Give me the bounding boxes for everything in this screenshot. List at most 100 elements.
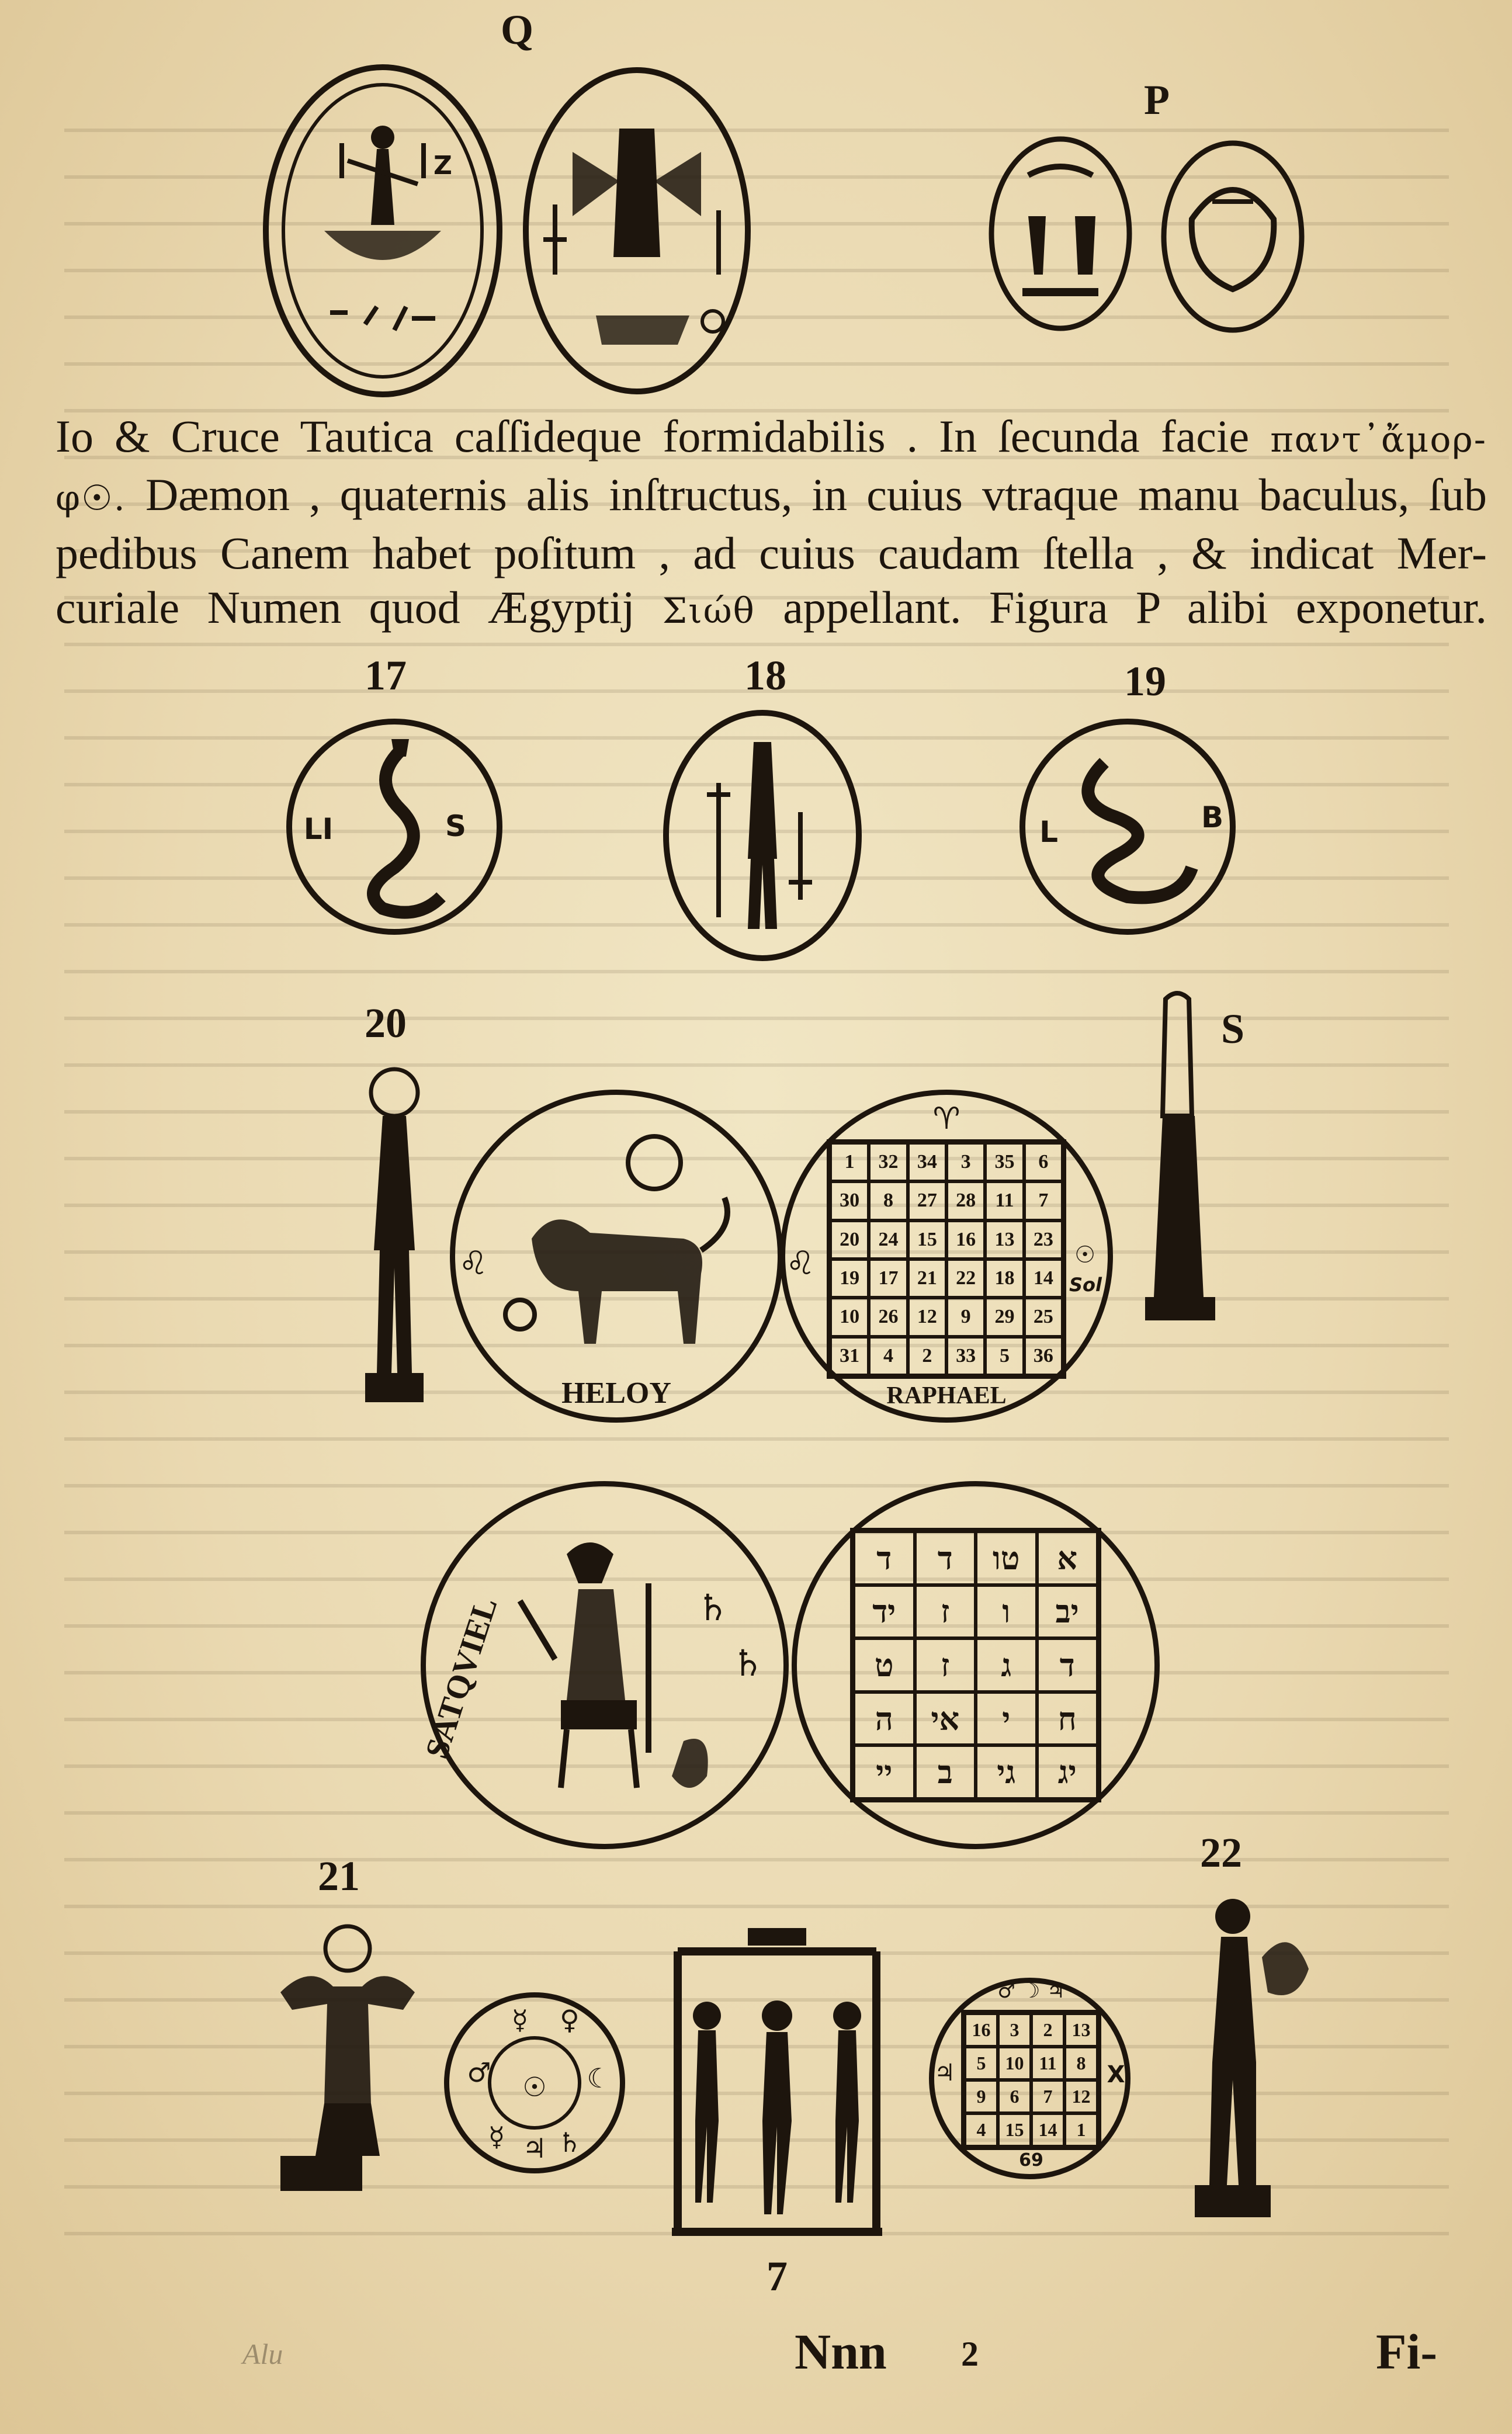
square-cell: 1 — [1064, 2113, 1098, 2147]
seal-17-right-letter: S — [445, 809, 466, 843]
text-line-1-content: Io & Cruce Tautica caſſideque formidabil… — [56, 411, 1250, 462]
mercury-glyph: ☿ — [511, 2004, 529, 2036]
saturn-glyph-2: ♄ — [731, 1642, 764, 1684]
faint-margin-note: Alu — [242, 2338, 283, 2370]
square-cell: 34 — [907, 1143, 946, 1182]
square-cell: 19 — [830, 1259, 869, 1298]
square-cell: 11 — [1031, 2047, 1064, 2080]
text-line-2: φ☉. Dæmon , quaternis alis inſtructus, i… — [56, 467, 1487, 526]
sol-symbol: ☉ — [1074, 1242, 1095, 1268]
square-cell: 15 — [998, 2113, 1031, 2147]
square-cell: 3 — [946, 1143, 986, 1182]
seal-22-bottom-number: 69 — [1019, 2150, 1043, 2171]
square-cell: 33 — [946, 1336, 986, 1375]
statuette-20 — [365, 1067, 424, 1402]
square-cell: 31 — [830, 1336, 869, 1375]
sol-label: Sol — [1069, 1274, 1102, 1296]
square-cell: 30 — [830, 1181, 869, 1221]
square-cell: 3 — [998, 2013, 1031, 2047]
text-line-1: Io & Cruce Tautica caſſideque formidabil… — [56, 409, 1487, 467]
square-cell: 12 — [1064, 2080, 1098, 2113]
hebrew-cell: ב — [914, 1745, 976, 1799]
figure-label-7: 7 — [767, 2253, 788, 2300]
square-cell: 14 — [1024, 1259, 1063, 1298]
gem-q-letter: Z — [434, 151, 452, 181]
square-cell: 13 — [1064, 2013, 1098, 2047]
hebrew-cell: ז — [914, 1638, 976, 1692]
square-cell: 16 — [946, 1220, 986, 1259]
square-cell: 5 — [985, 1336, 1024, 1375]
square-cell: 2 — [1031, 2013, 1064, 2047]
seal-22-top-glyphs: ♂ ☽ ♃ — [997, 1979, 1065, 2003]
gem-q-left-figure — [263, 64, 502, 397]
seal-22-right-glyph: X — [1107, 2061, 1125, 2088]
square-cell: 22 — [946, 1259, 986, 1298]
square-cell: 23 — [1024, 1220, 1063, 1259]
figure-label-s: S — [1220, 1006, 1245, 1052]
seal-19-serpent — [1019, 719, 1236, 935]
seal-22-magic-square — [929, 1978, 1130, 2179]
hebrew-cell: ט — [854, 1638, 915, 1692]
sol-magic-square: 1 32 34 3 35 6 30 8 27 28 11 7 20 24 15 … — [827, 1139, 1066, 1379]
square-cell: 11 — [985, 1181, 1024, 1221]
seal-21-inner-ring — [488, 2036, 581, 2130]
square-cell: 36 — [1024, 1336, 1063, 1375]
catchword: Fi- — [1376, 2324, 1438, 2380]
square-cell: 6 — [1024, 1143, 1063, 1182]
gem-q-right-daemon — [523, 67, 751, 394]
square-cell: 4 — [965, 2113, 998, 2147]
square-cell: 2 — [907, 1336, 946, 1375]
text-line-4: curiale Numen quod Ægyptij Σιώθ appellan… — [56, 580, 1487, 639]
greek-word-3: Σιώθ — [662, 591, 755, 632]
figure-label-q: Q — [500, 6, 533, 53]
square-cell: 7 — [1031, 2080, 1064, 2113]
hebrew-cell: ד — [914, 1531, 976, 1585]
hebrew-cell: ג — [976, 1638, 1037, 1692]
seal-17-left-letters: LI — [303, 812, 334, 846]
figure-7-three-persons — [672, 1928, 882, 2236]
hebrew-cell: ה — [854, 1691, 915, 1746]
mars-glyph: ♂ — [467, 2057, 491, 2088]
aries-sign: ♈ — [932, 1101, 960, 1136]
square-cell: 20 — [830, 1220, 869, 1259]
square-cell: 24 — [869, 1220, 908, 1259]
square-cell: 5 — [965, 2047, 998, 2080]
square-cell: 8 — [869, 1181, 908, 1221]
text-line-2-content: Dæmon , quaternis alis inſtructus, in cu… — [145, 469, 1487, 520]
square-cell: 28 — [946, 1181, 986, 1221]
square-cell: 25 — [1024, 1298, 1063, 1337]
square-cell: 10 — [998, 2047, 1031, 2080]
signature-mark: Nnn — [795, 2324, 887, 2380]
hebrew-cell: ד — [854, 1531, 915, 1585]
square-cell: 1 — [830, 1143, 869, 1182]
lion-figure — [503, 1134, 730, 1344]
leo-sign-right: ♌ — [785, 1244, 816, 1282]
jupiter-glyph: ♃ — [522, 2133, 547, 2164]
seal-hebrew-square — [792, 1481, 1160, 1849]
square-cell: 9 — [965, 2080, 998, 2113]
sun-glyph: ☉ — [522, 2071, 547, 2103]
square-cell: 7 — [1024, 1181, 1063, 1221]
square-cell: 14 — [1031, 2113, 1064, 2147]
hebrew-cell: ח — [1036, 1691, 1098, 1746]
figure-label-21: 21 — [318, 1853, 360, 1899]
square-cell: 17 — [869, 1259, 908, 1298]
square-cell: 35 — [985, 1143, 1024, 1182]
square-cell: 29 — [985, 1298, 1024, 1337]
greek-word-1: παντ᾽ἄμορ- — [1270, 419, 1487, 460]
figure-label-19: 19 — [1124, 658, 1166, 705]
figure-label-22: 22 — [1200, 1829, 1242, 1876]
statuette-s — [1145, 991, 1215, 1320]
figure-label-20: 20 — [365, 1000, 407, 1046]
raphael-label: RAPHAEL — [886, 1382, 1007, 1409]
square-cell: 16 — [965, 2013, 998, 2047]
square-cell: 9 — [946, 1298, 986, 1337]
square-cell: 15 — [907, 1220, 946, 1259]
square-cell: 27 — [907, 1181, 946, 1221]
hebrew-cell: יי — [854, 1745, 915, 1799]
saturn-glyph-1: ♄ — [696, 1586, 729, 1629]
square-cell: 13 — [985, 1220, 1024, 1259]
jupiter-magic-square: 16 3 2 13 5 10 11 8 9 6 7 12 4 15 14 1 — [961, 2010, 1101, 2150]
hebrew-cell: א — [1036, 1531, 1098, 1585]
statuette-22 — [1195, 1899, 1309, 2217]
